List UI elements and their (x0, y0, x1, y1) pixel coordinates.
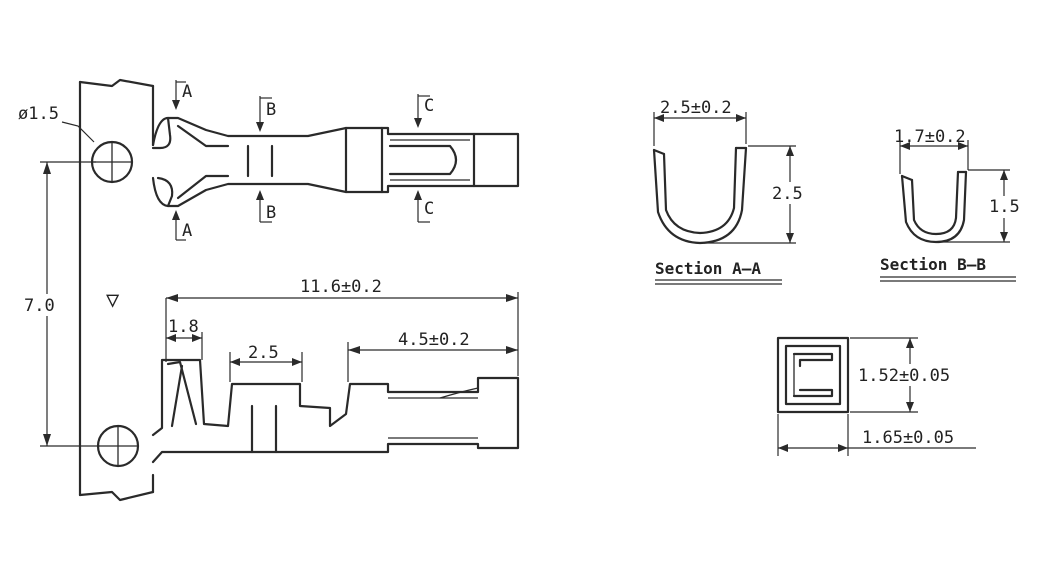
overall-length-dimension (165, 292, 519, 376)
overall-length-label: 11.6±0.2 (300, 277, 382, 297)
cut-label-c-bottom: C (424, 199, 434, 219)
section-b-profile (900, 170, 968, 244)
section-c-height-label: 1.52±0.05 (858, 366, 950, 386)
cut-marker-b-top (256, 96, 272, 132)
section-a-profile (652, 146, 748, 245)
slot-length-label: 2.5 (248, 343, 279, 363)
cut-marker-a-bottom (172, 210, 186, 241)
carrier-strip (78, 78, 155, 502)
section-b-height-label: 1.5 (989, 197, 1020, 217)
cut-label-a-bottom: A (182, 221, 192, 241)
cut-marker-b-bottom (256, 190, 272, 223)
pilot-hole-top (90, 140, 134, 184)
hole-diameter-leader (61, 121, 95, 143)
contact-length-dimension (347, 342, 518, 382)
triangle-mark: ▽ (106, 288, 120, 313)
terminal-top-view (151, 116, 520, 208)
section-a-width-dimension (653, 112, 747, 146)
pilot-hole-bottom (96, 424, 140, 468)
section-a-width-label: 2.5±0.2 (660, 98, 732, 118)
tip-width-dimension (165, 332, 203, 362)
section-c-width-dimension (777, 414, 976, 456)
section-b-title: Section B–B (880, 255, 986, 274)
section-c-profile (776, 336, 850, 414)
slot-length-dimension (229, 352, 303, 382)
tip-width-label: 1.8 (168, 317, 199, 337)
section-a-height-label: 2.5 (772, 184, 803, 204)
section-c-width-label: 1.65±0.05 (862, 428, 954, 448)
pitch-label: 7.0 (24, 296, 55, 316)
cut-marker-a-top (172, 80, 186, 110)
section-a-title: Section A–A (655, 259, 761, 278)
cut-label-b-bottom: B (266, 203, 276, 223)
hole-diameter-label: ø1.5 (18, 104, 59, 124)
section-b-width-label: 1.7±0.2 (894, 127, 966, 147)
terminal-side-view (151, 358, 520, 464)
cut-marker-c-bottom (414, 190, 430, 223)
cut-marker-c-top (414, 94, 430, 128)
cut-label-b-top: B (266, 100, 276, 120)
cut-label-c-top: C (424, 96, 434, 116)
section-b-width-dimension (899, 140, 969, 174)
cut-label-a-top: A (182, 82, 192, 102)
contact-length-label: 4.5±0.2 (398, 330, 470, 350)
